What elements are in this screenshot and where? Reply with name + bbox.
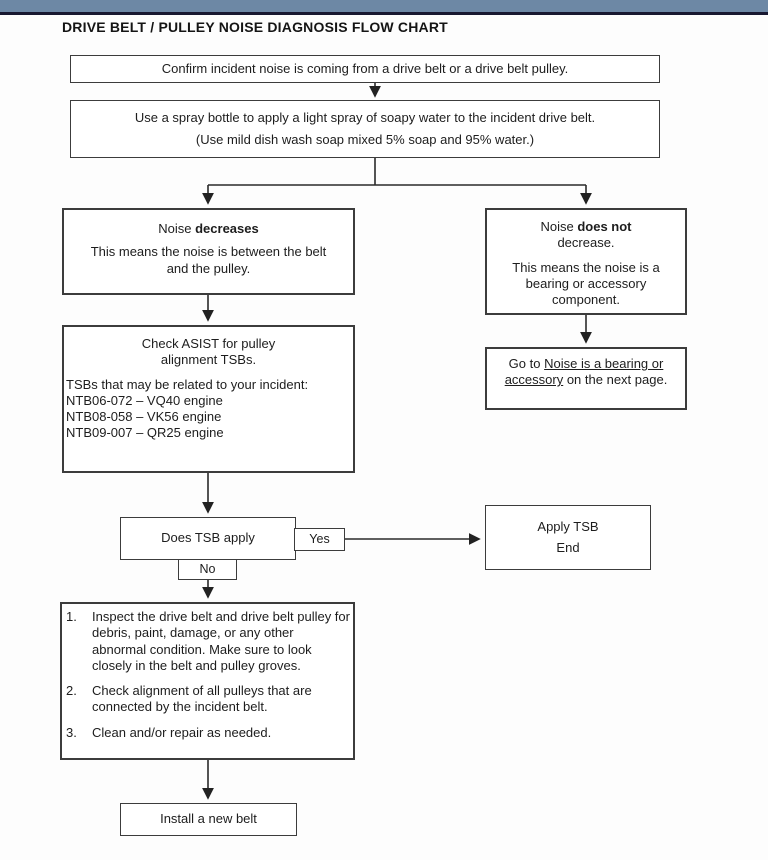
noise-decreases-title-bold: decreases [195,221,259,236]
flowchart-box-install-new-belt: Install a new belt [120,803,297,836]
noise-not-title-line1: Noise does not [487,219,685,235]
flowchart-box-check-asist: Check ASIST for pulley alignment TSBs. T… [62,325,355,473]
tsb-line: NTB08-058 – VK56 engine [66,409,222,424]
tsb-line: NTB09-007 – QR25 engine [66,425,224,441]
flowchart-box-does-tsb-apply: Does TSB apply [120,517,296,560]
list-item-number: 2. [66,683,77,698]
confirm-box-text: Confirm incident noise is coming from a … [161,60,569,76]
flowchart-box-inspect-steps: 1. Inspect the drive belt and drive belt… [60,602,355,760]
list-item: 3. Clean and/or repair as needed. [66,725,351,741]
list-item: 2. Check alignment of all pulleys that a… [66,683,351,716]
page-title: DRIVE BELT / PULLEY NOISE DIAGNOSIS FLOW… [62,19,448,35]
flowchart-box-goto-next-page: Go to Noise is a bearing or accessory on… [485,347,687,410]
apply-tsb-line2: End [556,539,580,555]
goto-cross-reference-link[interactable]: Noise is a bearing or accessory [504,356,664,388]
asist-box-intro: TSBs that may be related to your inciden… [66,376,309,392]
list-item-number: 1. [66,609,77,624]
apply-tsb-line1: Apply TSB [537,518,599,534]
window-top-bar-edge [0,12,768,15]
flowchart-box-spray-water: Use a spray bottle to apply a light spra… [70,100,660,158]
goto-suffix: on the next page. [563,372,668,388]
connector-spray-branch-trunk [208,158,586,186]
flowchart-label-yes: Yes [294,528,345,551]
list-item-text: Clean and/or repair as needed. [92,724,272,740]
spray-box-line2: (Use mild dish wash soap mixed 5% soap a… [195,131,535,147]
does-tsb-apply-text: Does TSB apply [161,530,255,546]
noise-not-title-bold: does not [577,219,632,234]
install-box-text: Install a new belt [160,811,257,827]
asist-box-title: Check ASIST for pulley alignment TSBs. [141,336,276,368]
list-item-number: 3. [66,724,77,740]
list-item-text: Check alignment of all pulleys that are … [92,683,312,715]
flowchart-label-no: No [178,559,237,580]
goto-prefix: Go to [508,356,545,371]
list-item: 1. Inspect the drive belt and drive belt… [66,609,351,674]
noise-not-title-line2: decrease. [557,235,615,251]
tsb-line: NTB06-072 – VQ40 engine [66,392,223,408]
noise-decreases-title: Noise decreases [64,221,353,237]
asist-box-body: TSBs that may be related to your inciden… [64,369,353,442]
flowchart-box-apply-tsb-end: Apply TSB End [485,505,651,570]
spray-box-line1: Use a spray bottle to apply a light spra… [134,110,596,126]
noise-not-body: This means the noise is a bearing or acc… [512,259,660,308]
flowchart-box-confirm-noise: Confirm incident noise is coming from a … [70,55,660,83]
no-label-text: No [199,561,216,576]
noise-decreases-title-prefix: Noise [158,221,196,236]
noise-not-title-prefix: Noise [540,219,578,234]
yes-label-text: Yes [309,531,330,546]
flowchart-box-noise-decreases: Noise decreases This means the noise is … [62,208,355,295]
list-item-text: Inspect the drive belt and drive belt pu… [92,609,350,673]
window-top-bar [0,0,768,12]
noise-decreases-body: This means the noise is between the belt… [90,244,327,276]
flowchart-box-noise-does-not-decrease: Noise does not decrease. This means the … [485,208,687,315]
